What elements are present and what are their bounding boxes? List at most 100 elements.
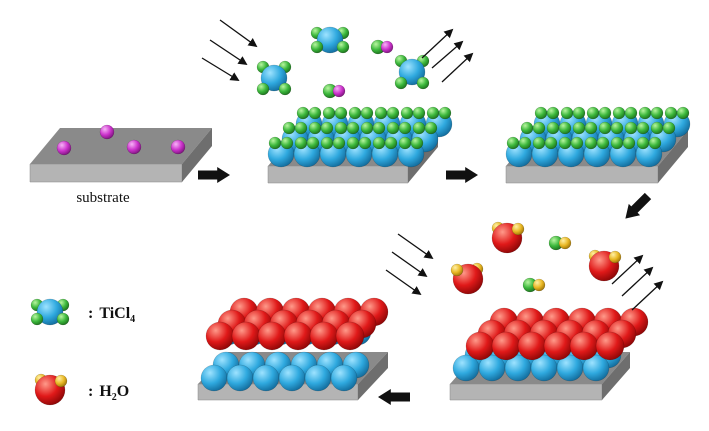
cl-atom (650, 121, 664, 135)
cl-atom (560, 106, 574, 120)
cl-atom (612, 106, 626, 120)
substrate-label: substrate (76, 190, 130, 206)
o-atom (491, 331, 521, 361)
ti-atom (36, 298, 64, 326)
cl-atom (56, 312, 70, 326)
cl-atom (622, 136, 636, 150)
adsorbed-atom (99, 124, 115, 140)
h-atom (608, 250, 622, 264)
cl-atom (394, 76, 408, 90)
cl-atom (398, 121, 412, 135)
cl-atom (584, 121, 598, 135)
cl-atom (334, 106, 348, 120)
cl-atom (384, 136, 398, 150)
adsorbed-atom (126, 139, 142, 155)
o-atom (309, 321, 339, 351)
cl-atom (572, 106, 586, 120)
o-atom (543, 331, 573, 361)
h-atom (450, 263, 464, 277)
outgoing-gas-arrow (621, 266, 654, 297)
h-atom (511, 222, 525, 236)
cl-atom (570, 136, 584, 150)
outgoing-gas-arrow (611, 254, 644, 285)
cl-atom (358, 136, 372, 150)
cl-atom (546, 106, 560, 120)
cl-atom (636, 136, 650, 150)
cl-atom (558, 121, 572, 135)
cl-atom (610, 136, 624, 150)
o-atom (517, 331, 547, 361)
incoming-gas-arrow (385, 269, 422, 296)
ti-atom (278, 364, 306, 392)
ti-atom (398, 58, 426, 86)
ti-atom (304, 364, 332, 392)
cl-atom (506, 136, 520, 150)
substrate-front-face (29, 163, 183, 183)
substrate-ticl4-purged (505, 106, 691, 184)
cl-atom (30, 312, 44, 326)
substrate-tio2-grown (197, 297, 389, 401)
o-atom (335, 321, 365, 351)
cl-atom (360, 106, 374, 120)
o-atom (205, 321, 235, 351)
cl-atom (278, 82, 292, 96)
ti-atom (260, 64, 288, 92)
cl-atom (280, 136, 294, 150)
cl-atom (424, 121, 438, 135)
substrate-top-face (30, 128, 212, 164)
cl-atom (532, 121, 546, 135)
o-atom (465, 331, 495, 361)
ti-atom (252, 364, 280, 392)
block-arrow-left (378, 389, 410, 405)
cl-atom (400, 106, 414, 120)
cl-atom (650, 106, 664, 120)
cl-atom (534, 106, 548, 120)
cl-atom (438, 106, 452, 120)
cl-atom (320, 121, 334, 135)
cl-atom (386, 106, 400, 120)
outgoing-gas-arrow (631, 280, 664, 311)
o-atom (569, 331, 599, 361)
ti-atom (226, 364, 254, 392)
adsorbed-atom (170, 139, 186, 155)
ti-atom (582, 354, 610, 382)
cl-atom (416, 76, 430, 90)
cl-atom (410, 136, 424, 150)
cl-atom (294, 136, 308, 150)
substrate-side-face (182, 128, 212, 182)
cl-atom (532, 136, 546, 150)
cl-atom (648, 136, 662, 150)
outgoing-gas-arrow (431, 40, 464, 69)
h-atom (54, 374, 68, 388)
h-atom (332, 84, 346, 98)
cl-atom (346, 136, 360, 150)
outgoing-gas-arrow (421, 28, 454, 59)
o-atom (257, 321, 287, 351)
substrate-side-face (658, 130, 688, 183)
cl-atom (664, 106, 678, 120)
cl-atom (268, 136, 282, 150)
o-atom (283, 321, 313, 351)
ti-atom (316, 26, 344, 54)
cl-atom (322, 106, 336, 120)
substrate-ticl4-covered (267, 106, 453, 184)
cl-atom (334, 121, 348, 135)
cl-atom (636, 121, 650, 135)
legend-ticl4-label: :TiCl4 (88, 305, 135, 325)
cl-atom (610, 121, 624, 135)
incoming-gas-arrow (397, 233, 434, 260)
substrate-front-face (505, 165, 659, 184)
cl-atom (320, 136, 334, 150)
cl-atom (518, 136, 532, 150)
h-atom (558, 236, 572, 250)
cl-atom (296, 106, 310, 120)
substrate-bare (29, 124, 212, 183)
incoming-gas-arrow (219, 19, 258, 48)
block-arrow-down-left (625, 192, 652, 219)
cl-atom (662, 121, 676, 135)
cl-atom (372, 136, 386, 150)
cl-atom (282, 121, 296, 135)
cl-atom (584, 136, 598, 150)
cl-atom (586, 106, 600, 120)
